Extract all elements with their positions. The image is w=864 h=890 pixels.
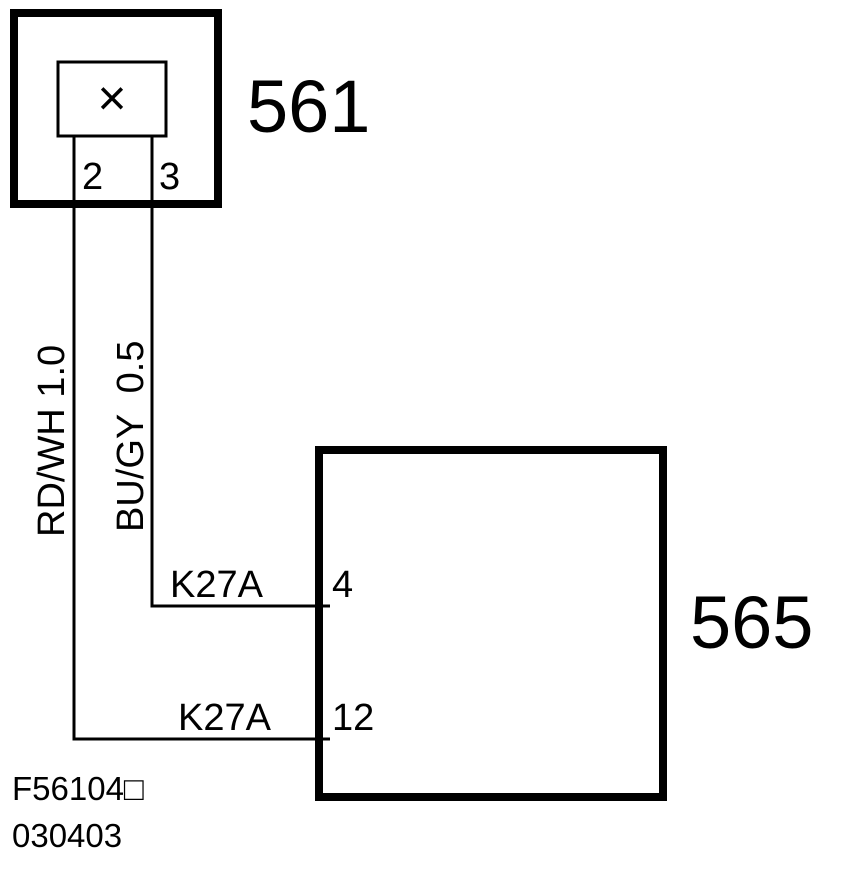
component-565-label: 565 — [690, 581, 813, 664]
wire-rd-wh-spec: RD/WH 1.0 — [31, 345, 73, 537]
wire-rd-wh-circuit: K27A — [178, 697, 272, 739]
figure-code: F56104□ — [12, 770, 144, 807]
pin-3-label: 3 — [159, 156, 180, 198]
component-565-box — [315, 446, 667, 801]
component-561-box — [10, 9, 222, 208]
wire-bu-gy-spec: BU/GY 0.5 — [110, 340, 152, 532]
component-561-symbol: × — [97, 70, 126, 126]
pin-2-label: 2 — [82, 156, 103, 198]
wire-bu-gy-circuit: K27A — [170, 564, 264, 606]
figure-date: 030403 — [12, 817, 122, 854]
component-561-label: 561 — [247, 65, 370, 148]
wire-rd-wh — [72, 204, 330, 741]
pin-12-label: 12 — [332, 697, 374, 739]
component-561-inner-box — [56, 60, 168, 138]
wire-bu-gy — [150, 204, 330, 608]
pin-4-label: 4 — [332, 564, 353, 606]
